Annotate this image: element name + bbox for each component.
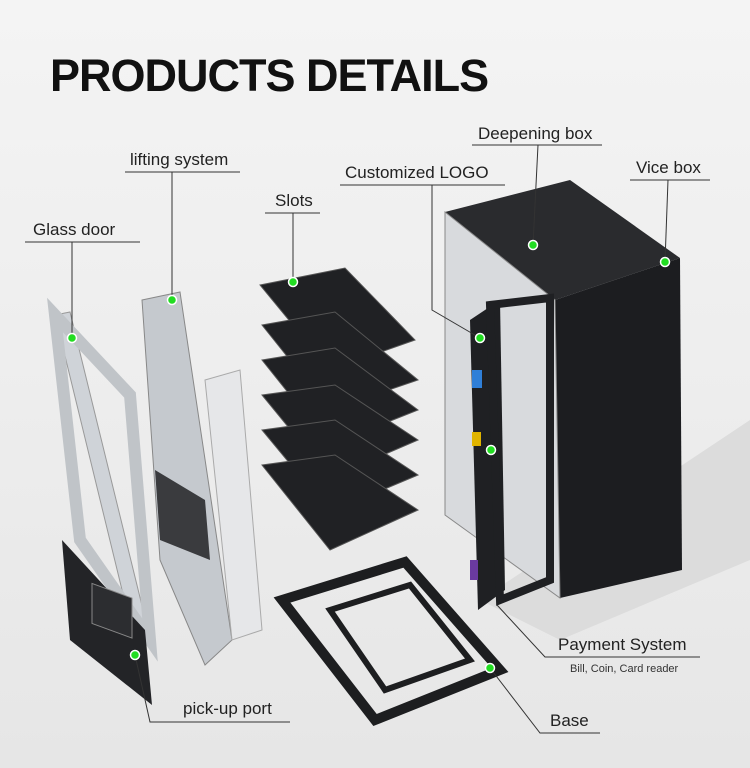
vending-cabinet-part bbox=[444, 180, 682, 610]
label-payment-system: Payment System bbox=[558, 635, 687, 654]
label-lifting-system: lifting system bbox=[130, 150, 229, 169]
marker-dot-slots bbox=[287, 276, 299, 288]
base-part bbox=[273, 556, 509, 727]
label-customized-logo: Customized LOGO bbox=[345, 163, 489, 182]
marker-dot-deepening-box bbox=[527, 239, 539, 251]
label-vice-box: Vice box bbox=[636, 158, 701, 177]
leader-lines bbox=[25, 144, 710, 734]
glass-door-part bbox=[47, 297, 158, 705]
slots-part bbox=[259, 267, 420, 551]
marker-dot-logo bbox=[474, 332, 486, 344]
label-glass-door: Glass door bbox=[33, 220, 116, 239]
marker-dot-base bbox=[484, 662, 496, 674]
lifting-system-part bbox=[141, 291, 263, 666]
label-payment-subtitle: Bill, Coin, Card reader bbox=[570, 663, 679, 675]
page-title: PRODUCTS DETAILS bbox=[50, 50, 489, 101]
marker-dot-payment bbox=[485, 444, 497, 456]
label-pickup-port: pick-up port bbox=[183, 699, 272, 718]
marker-dot-glass-door bbox=[66, 332, 78, 344]
marker-dot-pickup-port bbox=[129, 649, 141, 661]
label-base: Base bbox=[550, 711, 589, 730]
marker-dot-lifting-system bbox=[166, 294, 178, 306]
label-deepening-box: Deepening box bbox=[478, 124, 593, 143]
label-slots: Slots bbox=[275, 191, 313, 210]
marker-dot-vice-box bbox=[659, 256, 671, 268]
marker-dots bbox=[66, 239, 671, 674]
